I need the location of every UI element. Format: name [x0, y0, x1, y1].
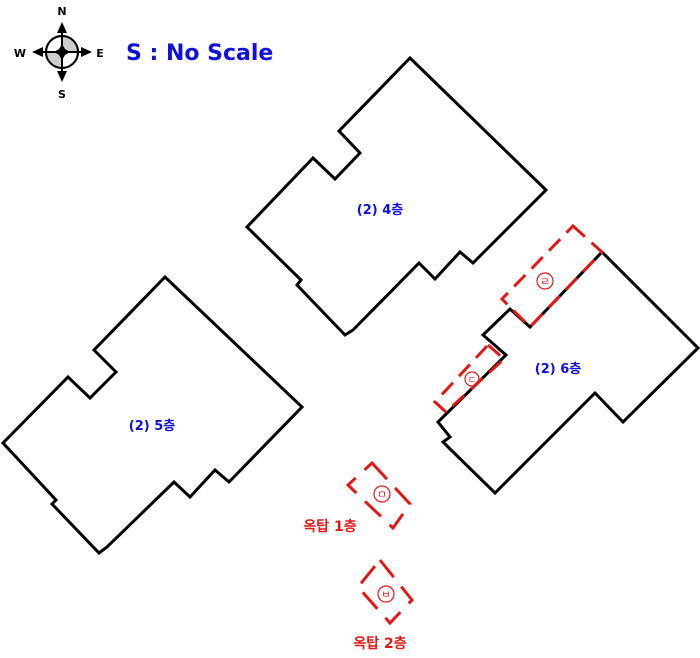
compass-icon	[32, 22, 92, 82]
rooftop-2-marker: ㅂ	[381, 590, 390, 601]
building-6-outline	[435, 249, 700, 496]
area-r-marker: ㄹ	[540, 277, 549, 288]
rooftop-1-label: 옥탑 1층	[303, 519, 356, 535]
compass-east-label: E	[96, 47, 104, 60]
compass-west-label: W	[14, 47, 26, 60]
area-d-marker: ㄷ	[468, 376, 476, 386]
area-r-marker-circle	[536, 272, 554, 290]
rooftop-2-outline	[356, 557, 414, 626]
area-r-outline	[499, 223, 605, 330]
area-d-marker-circle	[464, 371, 480, 387]
building-5-outline	[0, 274, 305, 555]
compass-south-label: S	[58, 88, 66, 101]
rooftop-1-outline	[345, 460, 412, 531]
building-6-label: (2) 6층	[535, 361, 581, 377]
rooftop-1-marker: ㅁ	[377, 490, 386, 501]
scale-note: S : No Scale	[126, 41, 273, 66]
building-5-label: (2) 5층	[129, 418, 175, 434]
rooftop-2-marker-circle	[377, 585, 395, 603]
rooftop-2-label: 옥탑 2층	[353, 636, 406, 652]
area-d-outline	[432, 342, 507, 415]
building-4-outline	[244, 55, 549, 337]
rooftop-1-marker-circle	[373, 485, 391, 503]
building-4-label: (2) 4층	[357, 202, 403, 218]
compass-north-label: N	[57, 5, 66, 18]
